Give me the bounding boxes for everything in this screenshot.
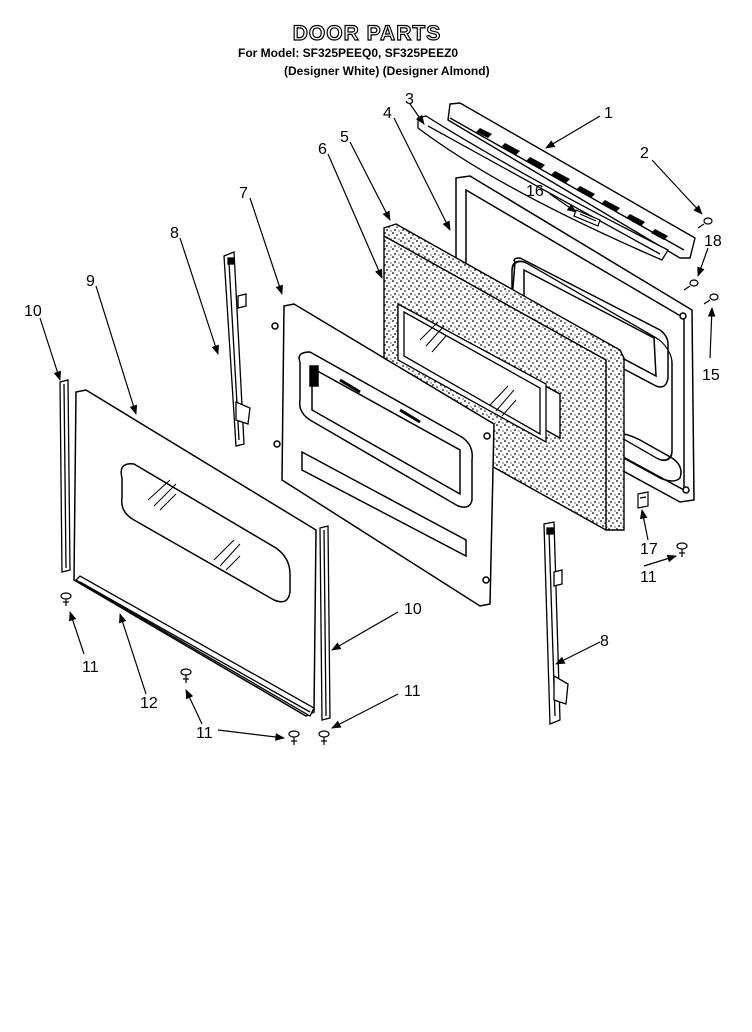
callout-11-bottom: 11 <box>196 725 213 742</box>
diagram-header: DOOR PARTS For Model: SF325PEEQ0, SF325P… <box>0 0 752 80</box>
part-8-hinge-rail-right <box>543 521 569 725</box>
part-7-inner-panel <box>271 303 495 607</box>
callout-10-right: 10 <box>404 601 422 618</box>
callout-16: 16 <box>526 183 544 200</box>
screw-11-center <box>180 668 192 683</box>
callout-6: 6 <box>318 141 327 158</box>
model-variants: (Designer White) (Designer Almond) <box>284 64 490 78</box>
part-1-vent-trim <box>447 102 696 259</box>
part-6-inner-glass <box>397 302 547 444</box>
callout-11-right: 11 <box>640 569 657 586</box>
callout-15: 15 <box>702 367 720 384</box>
screw-11-right <box>676 542 688 557</box>
callout-1: 1 <box>604 105 613 122</box>
part-3-strip <box>417 115 669 261</box>
callout-3: 3 <box>405 91 414 108</box>
callout-5: 5 <box>340 129 349 146</box>
part-8-hinge-rail-left <box>223 251 251 447</box>
part-17-clip <box>637 491 649 509</box>
callout-17: 17 <box>640 541 658 558</box>
screw-11-trim <box>318 730 330 745</box>
screw-15 <box>703 293 719 305</box>
callout-4: 4 <box>383 105 392 122</box>
screw-11-bottom <box>288 730 300 745</box>
part-16-bracket <box>573 209 601 227</box>
leader-lines <box>39 103 716 741</box>
part-12-bottom-trim <box>74 575 315 717</box>
screw-11-left <box>60 592 72 606</box>
callout-7: 7 <box>239 185 248 202</box>
part-10-side-trim-left <box>59 379 71 573</box>
model-numbers: For Model: SF325PEEQ0, SF325PEEZ0 <box>238 46 459 60</box>
screw-18 <box>683 279 699 291</box>
part-9-outer-glass <box>73 389 317 717</box>
callout-12: 12 <box>140 695 158 712</box>
callout-11-trim: 11 <box>404 683 421 700</box>
callout-labels: 1 2 3 4 5 6 7 8 8 9 10 10 11 11 11 11 12… <box>24 91 722 742</box>
callout-8-left: 8 <box>170 225 179 242</box>
part-10-side-trim-right <box>319 525 331 721</box>
diagram-title: DOOR PARTS <box>292 21 442 45</box>
callout-9: 9 <box>86 273 95 290</box>
callout-2: 2 <box>640 145 649 162</box>
callout-18: 18 <box>704 233 722 250</box>
callout-8-right: 8 <box>600 633 609 650</box>
screw-2 <box>697 217 713 229</box>
callout-11-left: 11 <box>82 659 99 676</box>
callout-10-left: 10 <box>24 303 42 320</box>
